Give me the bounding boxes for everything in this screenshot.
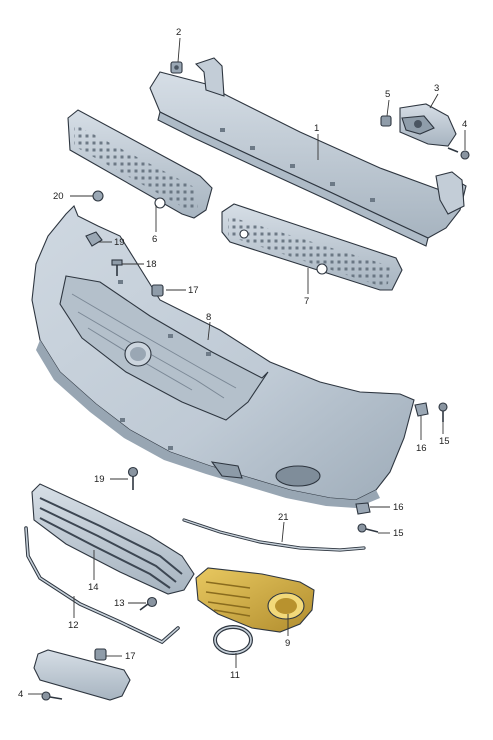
trim-strip-21 — [182, 518, 366, 552]
leader-lines — [28, 37, 466, 695]
fog-lamp-trim-9 — [195, 567, 315, 633]
clip-nut-5 — [380, 115, 392, 127]
callout-16-lower: 16 — [393, 502, 404, 513]
callout-15-lower: 15 — [393, 528, 404, 539]
callout-6: 6 — [152, 234, 157, 245]
screw-15-right — [438, 402, 448, 422]
fog-lamp-ring-11 — [213, 625, 253, 655]
impact-absorber-7 — [221, 203, 403, 291]
callout-14: 14 — [88, 582, 99, 593]
clip-16-lower — [355, 502, 371, 515]
callout-15-right: 15 — [439, 436, 450, 447]
callout-13: 13 — [114, 598, 125, 609]
screw-4-top — [447, 147, 470, 160]
callout-17-upper: 17 — [188, 285, 199, 296]
nut-2 — [170, 61, 183, 74]
screw-13 — [139, 596, 158, 611]
bolt-18 — [111, 259, 123, 276]
callout-2: 2 — [176, 27, 181, 38]
clip-16-right — [414, 402, 429, 417]
callout-11: 11 — [230, 670, 240, 681]
lower-grille-14 — [31, 483, 195, 595]
screw-19-upper — [85, 231, 103, 247]
callout-5: 5 — [385, 89, 390, 100]
callout-20: 20 — [53, 191, 64, 202]
screw-4-bottom — [41, 691, 63, 701]
grille-frame-12 — [24, 526, 180, 645]
reinforcement-bar — [149, 57, 467, 247]
callout-16-right: 16 — [416, 443, 427, 454]
screw-15-lower — [357, 523, 379, 533]
callout-labels: 2 1 3 4 5 6 7 8 20 19 18 17 16 15 19 21 … — [18, 27, 467, 700]
callout-21: 21 — [278, 512, 289, 523]
license-plate-base — [33, 649, 131, 701]
callout-4-top: 4 — [462, 119, 467, 130]
bumper-cover-8 — [31, 205, 415, 508]
impact-absorber-6 — [67, 109, 213, 219]
clip-20 — [92, 190, 104, 202]
callout-4-bottom: 4 — [18, 689, 23, 700]
callout-17-lower: 17 — [125, 651, 136, 662]
bracket-3 — [399, 103, 457, 147]
callout-19-upper: 19 — [114, 237, 125, 248]
screw-19-lower — [127, 466, 139, 490]
nut-17-upper — [151, 284, 164, 297]
callout-1: 1 — [314, 123, 319, 134]
callout-19-lower: 19 — [94, 474, 105, 485]
callout-7: 7 — [304, 296, 309, 307]
callout-12: 12 — [68, 620, 79, 631]
callout-18: 18 — [146, 259, 157, 270]
callout-9: 9 — [285, 638, 290, 649]
nut-17-lower — [94, 648, 107, 661]
callout-8: 8 — [206, 312, 211, 323]
callout-3: 3 — [434, 83, 439, 94]
